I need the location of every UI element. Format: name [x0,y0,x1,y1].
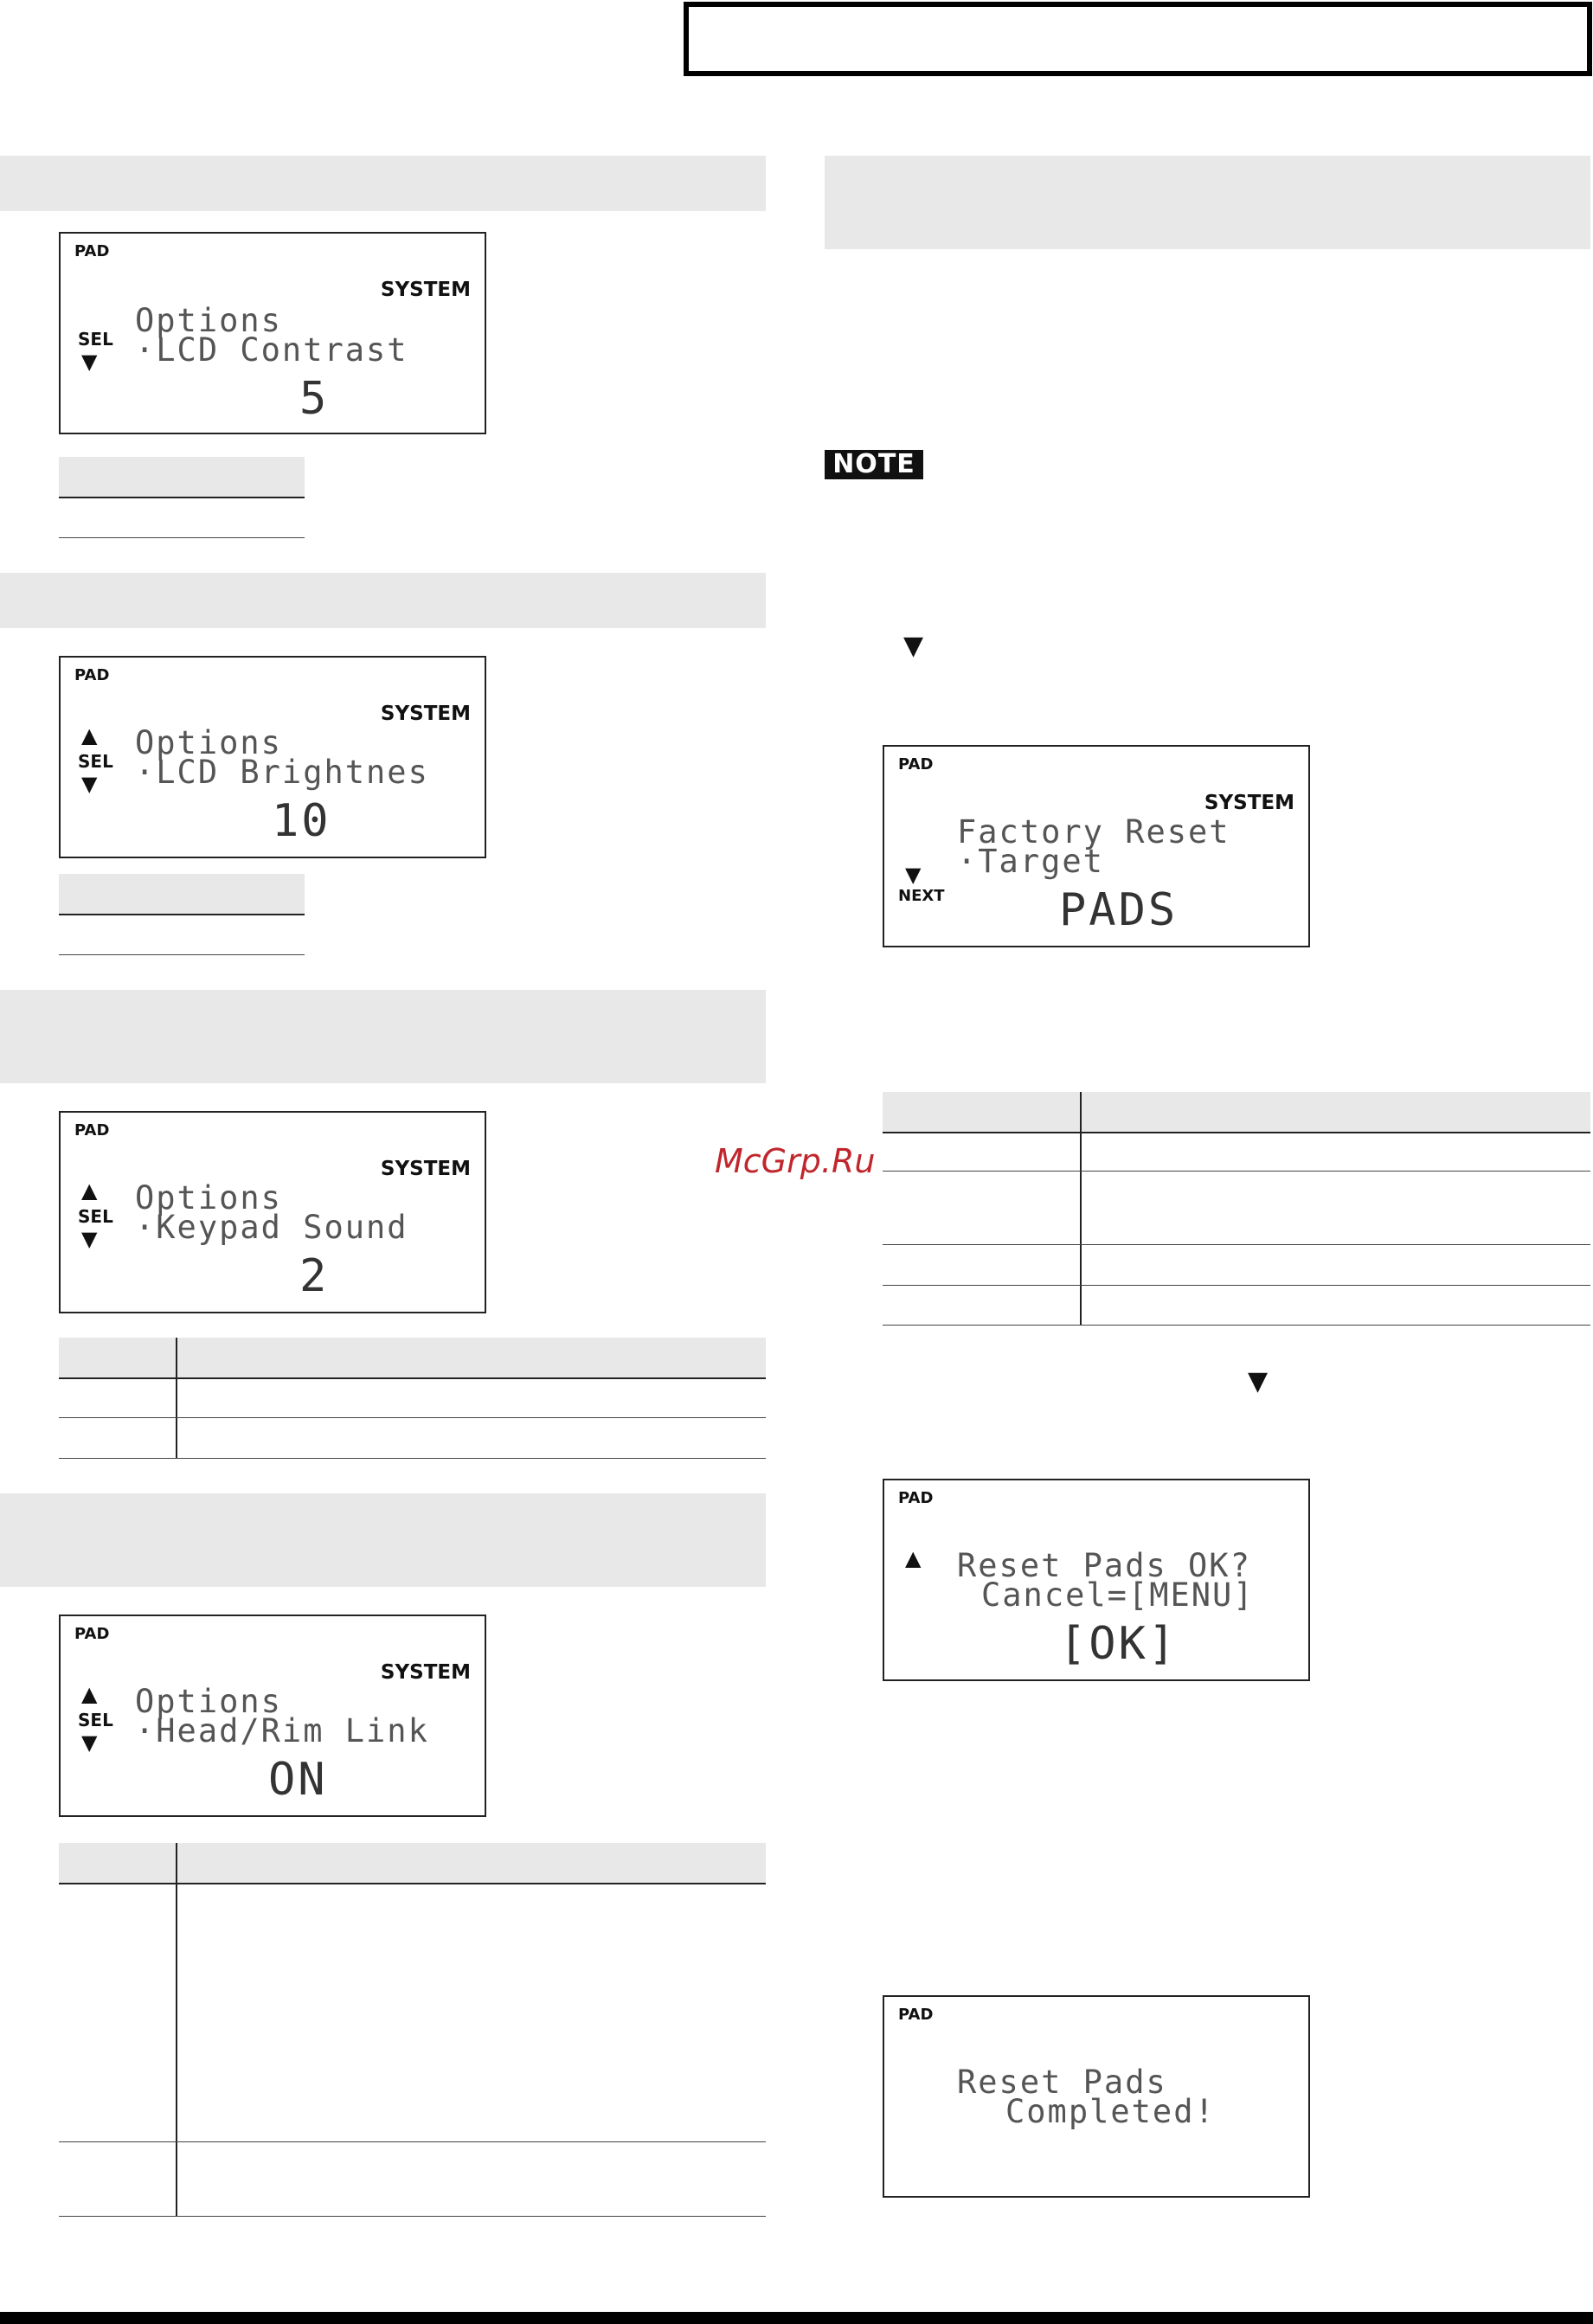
table-column-divider [1080,1092,1082,1326]
up-arrow-icon: ▲ [905,1546,922,1570]
table-rule [59,2216,766,2217]
lcd-screen-contrast: PAD SYSTEM SEL ▼ Options ·LCD Contrast 5 [59,232,486,434]
lcd-value: PADS [1059,884,1179,936]
system-label: SYSTEM [1204,792,1294,814]
table-rule [883,1244,1590,1245]
lcd-line-2: ·LCD Contrast [135,331,408,369]
lcd-value: [OK] [1059,1618,1179,1670]
watermark: McGrp.Ru [715,1142,876,1180]
up-arrow-icon: ▲ [81,723,98,748]
lcd-screen-factory-reset: PAD SYSTEM ▼ NEXT Factory Reset ·Target … [883,745,1310,947]
table-column-divider [176,1338,177,1459]
sel-label: SEL [78,1710,113,1730]
sel-label: SEL [78,329,113,350]
next-label: NEXT [898,887,945,905]
lcd-screen-brightness: PAD SYSTEM ▲ SEL ▼ Options ·LCD Brightne… [59,656,486,858]
system-label: SYSTEM [380,279,471,301]
lcd-value: 10 [272,795,331,847]
lcd-line-2: Completed! [1005,2093,1216,2130]
section-header-head-rim-link [0,1493,766,1587]
lcd-screen-head-rim-link: PAD SYSTEM ▲ SEL ▼ Options ·Head/Rim Lin… [59,1615,486,1817]
lcd-line-1: Options [135,724,282,761]
table-column-divider [176,1843,177,2217]
table-rule [59,537,305,538]
keypad-sound-table-header [59,1338,766,1379]
pad-label: PAD [74,242,110,260]
section-header-lcd-contrast [0,156,766,211]
section-header-keypad-sound [0,990,766,1083]
pad-label: PAD [74,1625,110,1643]
lcd-screen-reset-completed: PAD Reset Pads Completed! [883,1995,1310,2198]
down-arrow-icon: ▼ [905,863,922,887]
table-rule [59,1417,766,1418]
lcd-value: 2 [299,1250,330,1302]
pad-label: PAD [898,755,934,774]
sel-label: SEL [78,751,113,772]
lcd-screen-keypad-sound: PAD SYSTEM ▲ SEL ▼ Options ·Keypad Sound… [59,1111,486,1313]
up-arrow-icon: ▲ [81,1178,98,1203]
range-table-header [59,457,305,498]
table-rule [883,1285,1590,1286]
system-label: SYSTEM [380,703,471,725]
lcd-value: ON [268,1754,328,1806]
down-arrow-icon: ▼ [81,350,98,374]
pad-label: PAD [898,2006,934,2024]
lcd-value: 5 [299,373,330,425]
lcd-screen-reset-confirm: PAD ▲ Reset Pads OK? Cancel=[MENU] [OK] [883,1479,1310,1681]
down-arrow-icon: ▼ [81,772,98,796]
lcd-line-1: Options [135,302,282,339]
lcd-line-2: Cancel=[MENU] [981,1576,1255,1614]
table-rule [59,2141,766,2142]
lcd-line-1: Options [135,1179,282,1217]
table-rule [59,1458,766,1459]
table-rule [883,1171,1590,1172]
down-triangle-icon: ▼ [1248,1366,1269,1396]
lcd-line-2: ·Keypad Sound [135,1209,408,1246]
range-table-header [59,874,305,915]
lcd-line-2: ·Target [957,843,1104,880]
section-header-factory-reset [825,156,1590,249]
lcd-line-1: Reset Pads OK? [957,1547,1251,1584]
lcd-line-2: ·Head/Rim Link [135,1712,429,1749]
lcd-line-1: Options [135,1683,282,1720]
section-header-lcd-brightness [0,573,766,628]
up-arrow-icon: ▲ [81,1682,98,1706]
lcd-line-1: Reset Pads [957,2064,1167,2101]
header-box [684,2,1592,76]
reset-target-table-header [883,1092,1590,1133]
note-badge: NOTE [825,450,923,479]
pad-label: PAD [898,1489,934,1507]
down-triangle-icon: ▼ [903,631,924,661]
down-arrow-icon: ▼ [81,1227,98,1251]
head-rim-link-table-header [59,1843,766,1884]
lcd-line-2: ·LCD Brightnes [135,754,429,791]
table-rule [883,1325,1590,1326]
down-arrow-icon: ▼ [81,1730,98,1755]
footer-bar [0,2312,1593,2324]
table-rule [59,954,305,955]
pad-label: PAD [74,666,110,684]
system-label: SYSTEM [380,1661,471,1684]
system-label: SYSTEM [380,1158,471,1180]
sel-label: SEL [78,1206,113,1227]
lcd-line-1: Factory Reset [957,813,1230,851]
pad-label: PAD [74,1121,110,1140]
